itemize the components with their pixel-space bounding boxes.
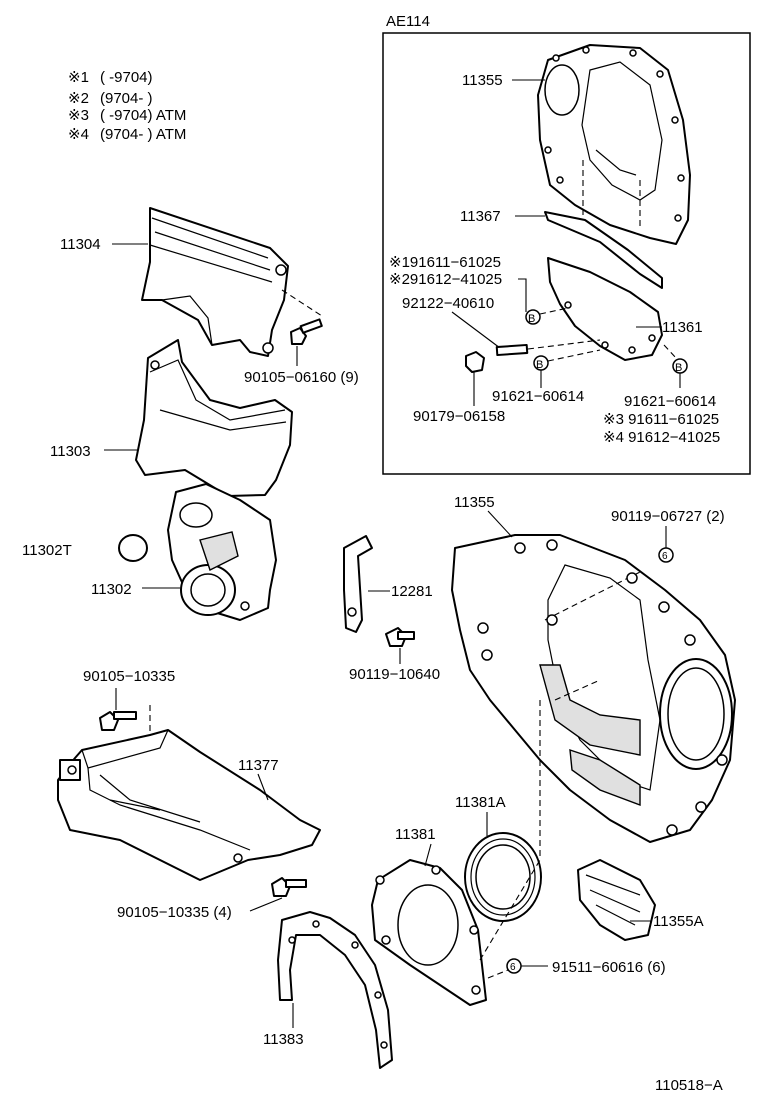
inset-title: AE114 bbox=[386, 13, 430, 30]
note-text-4: (9704- ) ATM bbox=[100, 126, 186, 143]
callout-circle bbox=[525, 309, 541, 325]
inset-end-plate-drawing bbox=[537, 44, 691, 245]
middle-timing-cover-11303 bbox=[135, 339, 293, 497]
label-90119-10640: 90119−10640 bbox=[349, 666, 440, 683]
note-mark-2: ※2 bbox=[68, 90, 89, 107]
label-12281: 12281 bbox=[391, 583, 433, 600]
inset-strip-11367-drawing bbox=[544, 211, 663, 289]
cover-11355A bbox=[577, 859, 656, 941]
note-text-2: (9704- ) bbox=[100, 90, 153, 107]
label-11304: 11304 bbox=[60, 236, 101, 253]
gasket-11383 bbox=[277, 911, 393, 1069]
label-11355A: 11355A bbox=[653, 913, 704, 930]
label-11383: 11383 bbox=[263, 1031, 304, 1048]
callout-letter: 6 bbox=[662, 551, 668, 562]
inset-note-1: ※191611−61025 bbox=[389, 254, 501, 271]
inset-label-11367: 11367 bbox=[460, 208, 501, 225]
note-mark-1: ※1 bbox=[68, 69, 89, 86]
leader bbox=[281, 289, 323, 317]
label-11303: 11303 bbox=[50, 443, 91, 460]
inset-stud-drawing bbox=[495, 343, 529, 357]
oil-pump-11302 bbox=[167, 483, 277, 621]
leader bbox=[424, 843, 432, 867]
inset-nut-drawing bbox=[465, 351, 485, 373]
inset-label-11355: 11355 bbox=[462, 72, 503, 89]
inset-ae114: AE114 11355 11367 bbox=[382, 13, 751, 475]
inset-note-2: ※291612−41025 bbox=[389, 271, 502, 288]
note-mark-3: ※3 bbox=[68, 107, 89, 124]
callout-letter: B bbox=[675, 362, 682, 374]
label-90119-06727: 90119−06727 (2) bbox=[611, 508, 725, 525]
bolt-90105-10335-drawing bbox=[99, 711, 137, 731]
label-90105-06160: 90105−06160 (9) bbox=[244, 369, 359, 386]
label-11355: 11355 bbox=[454, 494, 495, 511]
leader bbox=[518, 278, 527, 312]
seal-retainer-11381 bbox=[371, 859, 487, 1006]
leader bbox=[547, 349, 601, 362]
note-text-3: ( -9704) ATM bbox=[100, 107, 186, 124]
engine-hanger-12281-drawing bbox=[343, 535, 373, 633]
bolt-90105-06160-drawing bbox=[290, 318, 323, 345]
callout-letter: 6 bbox=[510, 962, 516, 973]
inset-label-91621b: 91621−60614 bbox=[624, 393, 716, 410]
inset-label-90179: 90179−06158 bbox=[413, 408, 505, 425]
label-90105-10335-4: 90105−10335 (4) bbox=[117, 904, 232, 921]
leader bbox=[487, 510, 513, 538]
rear-end-plate-11355 bbox=[451, 534, 736, 860]
leader bbox=[451, 311, 501, 349]
oil-seal-11381A bbox=[464, 832, 542, 922]
bolt-90105-10335-4-drawing bbox=[271, 877, 307, 897]
notes-legend: ※1 ( -9704) ※2 (9704- ) ※3 ( -9704) ATM … bbox=[68, 69, 186, 143]
diagram-id: 110518−A bbox=[655, 1077, 723, 1094]
inset-frame bbox=[382, 32, 751, 475]
leader bbox=[527, 339, 601, 350]
label-11381A: 11381A bbox=[455, 794, 506, 811]
inset-cover-11361-drawing bbox=[547, 257, 663, 361]
leader bbox=[539, 307, 569, 315]
label-11302T: 11302T bbox=[22, 542, 72, 559]
inset-note-3: ※3 91611−61025 bbox=[603, 411, 719, 428]
label-11381: 11381 bbox=[395, 826, 436, 843]
callout-circle bbox=[658, 547, 674, 563]
inset-note-4: ※4 91612−41025 bbox=[603, 429, 720, 446]
bolt-90119-10640-drawing bbox=[385, 627, 415, 647]
inset-label-92122: 92122−40610 bbox=[402, 295, 494, 312]
plug-11302T-drawing bbox=[118, 534, 148, 562]
leader bbox=[663, 344, 678, 360]
inset-label-11361: 11361 bbox=[662, 319, 703, 336]
oil-pan-11377 bbox=[57, 729, 321, 881]
leader bbox=[487, 969, 509, 979]
callout-letter: B bbox=[536, 359, 543, 371]
label-11377: 11377 bbox=[238, 757, 279, 774]
label-90105-10335: 90105−10335 bbox=[83, 668, 175, 685]
upper-timing-cover-11304 bbox=[141, 207, 289, 357]
callout-letter: B bbox=[528, 313, 535, 325]
inset-label-91621a: 91621−60614 bbox=[492, 388, 584, 405]
label-91511-60616: 91511−60616 (6) bbox=[552, 959, 666, 976]
label-11302: 11302 bbox=[91, 581, 132, 598]
note-text-1: ( -9704) bbox=[100, 69, 153, 86]
leader bbox=[249, 897, 283, 912]
leader bbox=[257, 773, 269, 801]
note-mark-4: ※4 bbox=[68, 126, 89, 143]
